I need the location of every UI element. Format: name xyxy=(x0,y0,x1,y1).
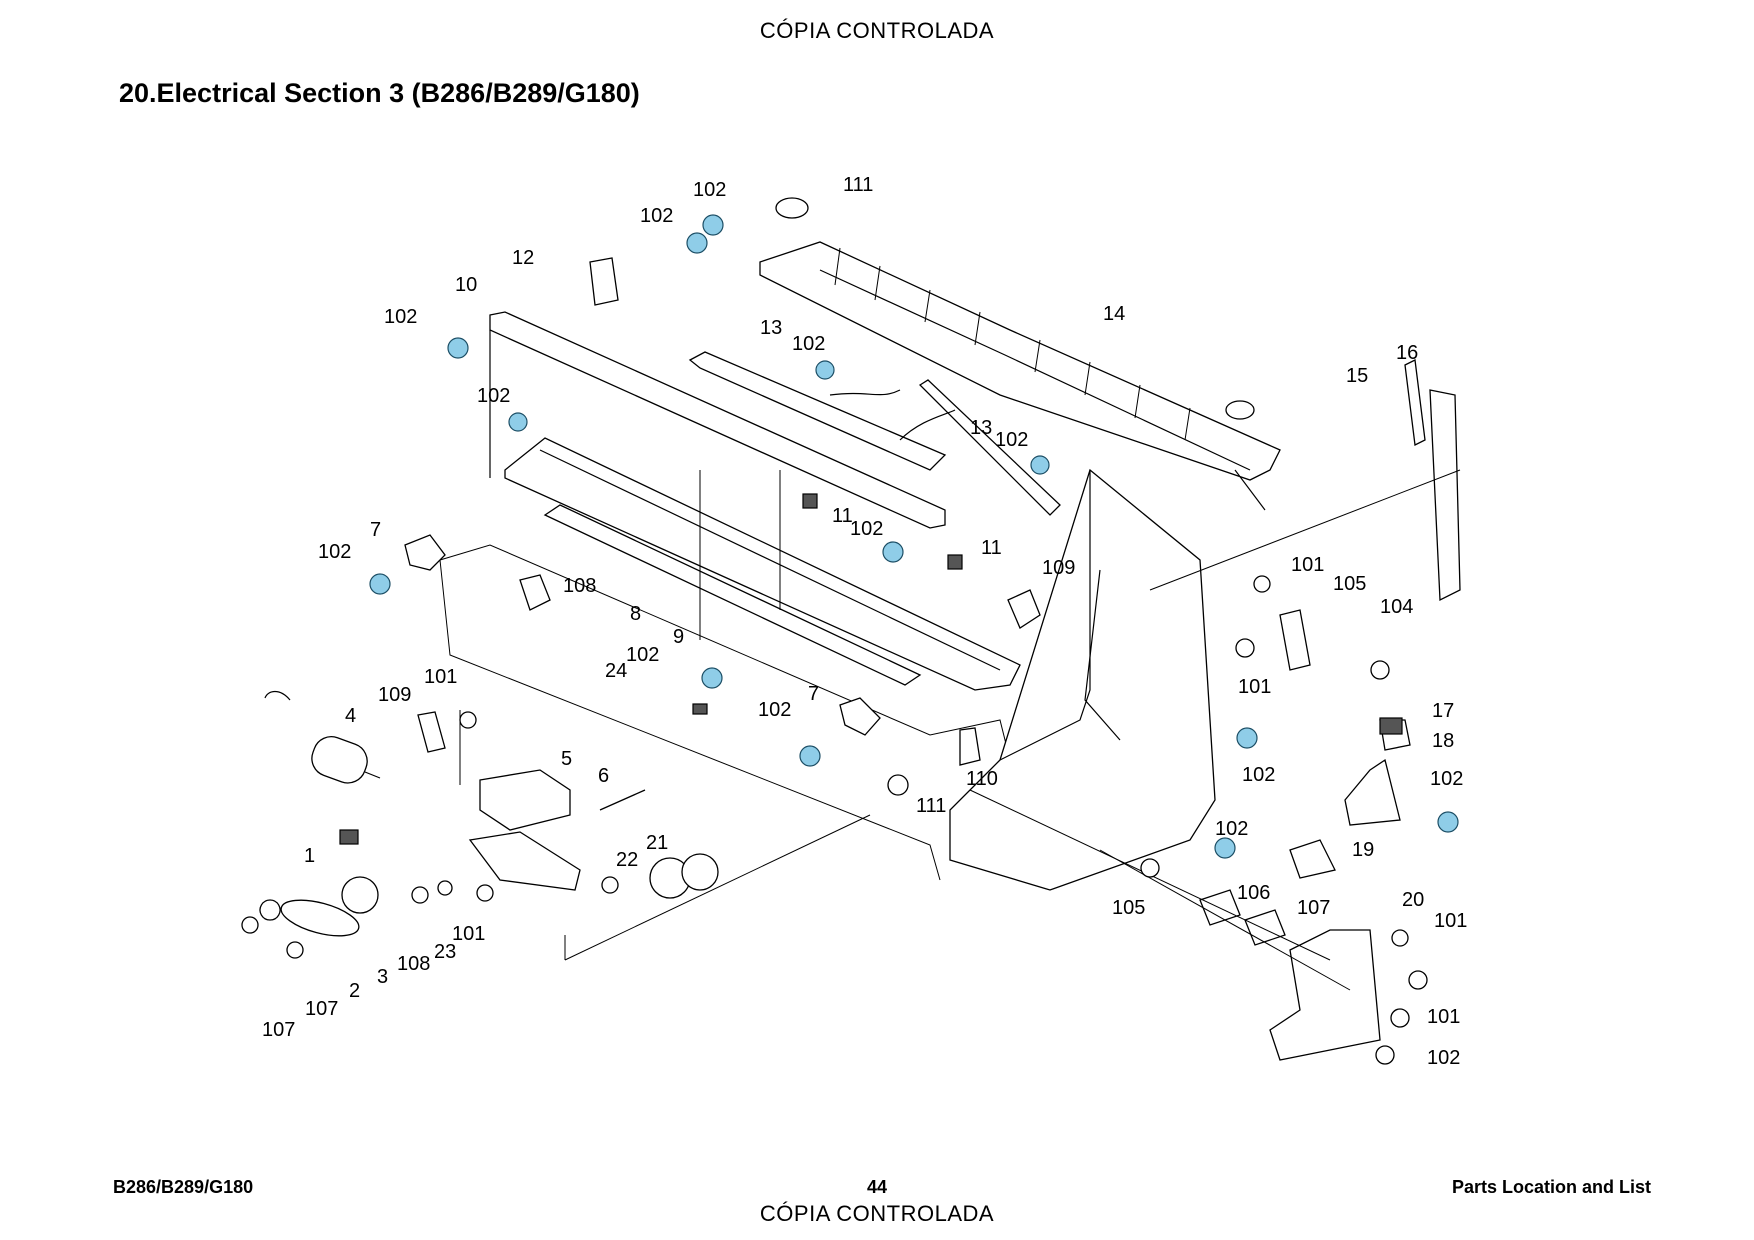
callout-6: 6 xyxy=(598,765,609,787)
callout-102c: 102 xyxy=(384,306,417,328)
callout-13b: 13 xyxy=(970,417,992,439)
callout-17: 17 xyxy=(1432,700,1454,722)
callout-109b: 110 xyxy=(966,768,998,790)
callout-101f: 101 xyxy=(1427,1006,1460,1028)
callout-102g: 102 xyxy=(850,518,883,540)
callout-102j: 102 xyxy=(758,699,791,721)
callout-19: 19 xyxy=(1352,839,1374,861)
callout-102m: 102 xyxy=(1215,818,1248,840)
callout-105b: 106 xyxy=(1237,882,1270,904)
callout-105a: 105 xyxy=(1333,573,1366,595)
callout-18: 18 xyxy=(1432,730,1454,752)
callout-110: 111 xyxy=(916,795,946,817)
callout-20: 20 xyxy=(1402,889,1424,911)
callout-labels: 1 2 3 4 5 6 7 7 8 9 10 11 11 12 13 13 14… xyxy=(262,174,1467,1069)
callout-16: 16 xyxy=(1396,342,1418,364)
callout-107a: 107 xyxy=(262,1019,295,1041)
callout-102d: 102 xyxy=(477,385,510,407)
footer-page-number: 44 xyxy=(866,1177,888,1197)
callout-103: 104 xyxy=(1380,596,1413,618)
diagram-artwork xyxy=(241,197,1461,1065)
callout-101b: 101 xyxy=(452,923,485,945)
callout-101a: 101 xyxy=(424,666,457,688)
callout-11b: 11 xyxy=(981,537,1002,559)
callout-15: 15 xyxy=(1346,365,1368,387)
callout-102f: 102 xyxy=(995,429,1028,451)
callout-101g: 102 xyxy=(1427,1047,1460,1069)
callout-3: 3 xyxy=(377,966,388,988)
callout-24: 24 xyxy=(605,660,627,682)
callout-102i: 102 xyxy=(626,644,659,666)
callout-107c: 108 xyxy=(397,953,430,975)
callout-102h: 102 xyxy=(318,541,351,563)
callout-102e: 102 xyxy=(792,333,825,355)
callout-102b: 102 xyxy=(640,205,673,227)
callout-108b: 109 xyxy=(1042,557,1075,579)
callout-14: 14 xyxy=(1103,303,1125,325)
callout-104: 105 xyxy=(1112,897,1145,919)
callout-12: 12 xyxy=(512,247,534,269)
callout-101c: 101 xyxy=(1291,554,1324,576)
callout-102a: 102 xyxy=(693,179,726,201)
callout-2: 2 xyxy=(349,980,360,1002)
callout-102l: 102 xyxy=(1430,768,1463,790)
callout-5: 5 xyxy=(561,748,572,770)
footer-section-name: Parts Location and List xyxy=(1451,1177,1651,1197)
callout-21: 21 xyxy=(646,832,668,854)
callout-22: 22 xyxy=(616,849,638,871)
callout-101d: 101 xyxy=(1238,676,1271,698)
callout-13: 13 xyxy=(760,317,782,339)
callout-23: 23 xyxy=(434,941,456,963)
callout-7b: 7 xyxy=(808,683,819,705)
callout-8: 8 xyxy=(630,603,641,625)
callout-108a: 108 xyxy=(563,575,596,597)
controlled-copy-watermark-bottom: CÓPIA CONTROLADA xyxy=(759,1201,995,1226)
page-title: 20.Electrical Section 3 (B286/B289/G180) xyxy=(119,78,640,108)
callout-10: 10 xyxy=(455,274,477,296)
callout-101e: 101 xyxy=(1434,910,1467,932)
callout-9: 9 xyxy=(673,626,684,648)
callout-107b: 107 xyxy=(305,998,338,1020)
callout-109a: 109 xyxy=(378,684,411,706)
callout-1: 1 xyxy=(304,845,315,867)
callout-7: 7 xyxy=(370,519,381,541)
footer-model-numbers: B286/B289/G180 xyxy=(113,1177,254,1197)
callout-4: 4 xyxy=(345,705,356,727)
controlled-copy-watermark-top: CÓPIA CONTROLADA xyxy=(759,18,995,43)
callout-102k: 102 xyxy=(1242,764,1275,786)
callout-111a: 111 xyxy=(843,174,873,196)
callout-106: 107 xyxy=(1297,897,1330,919)
callout-11: 11 xyxy=(832,505,853,527)
